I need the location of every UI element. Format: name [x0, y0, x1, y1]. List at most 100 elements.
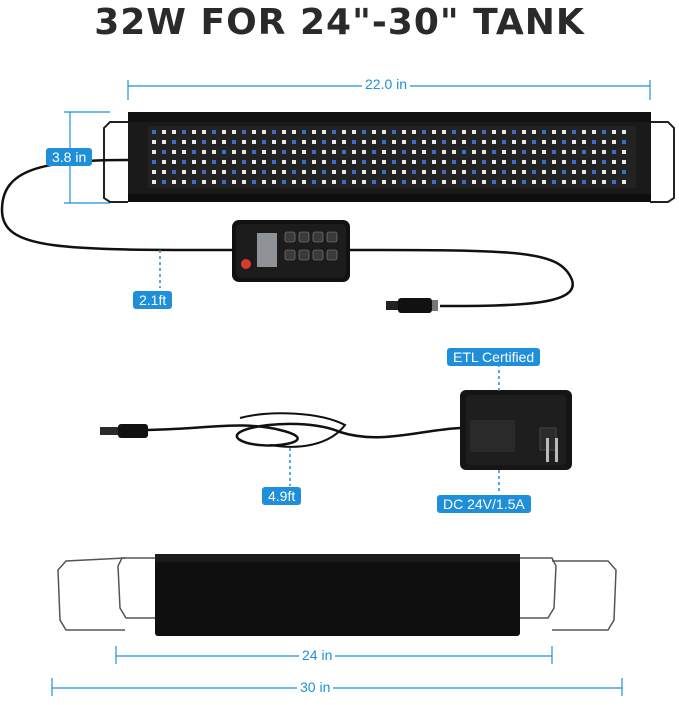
led-chip — [532, 180, 536, 184]
led-chip — [442, 180, 446, 184]
led-chip — [482, 130, 486, 134]
led-chip — [462, 170, 466, 174]
led-chip — [422, 130, 426, 134]
led-chip — [622, 140, 626, 144]
led-chip — [182, 160, 186, 164]
led-chip — [552, 180, 556, 184]
led-chip — [442, 160, 446, 164]
led-chip — [602, 160, 606, 164]
led-chip — [502, 130, 506, 134]
led-chip — [252, 140, 256, 144]
led-chip — [282, 130, 286, 134]
controller-display — [257, 233, 277, 267]
led-chip — [352, 130, 356, 134]
led-chip — [292, 160, 296, 164]
height-label: 3.8 in — [46, 148, 93, 166]
led-chip — [542, 170, 546, 174]
led-chip — [272, 180, 276, 184]
led-chip — [412, 180, 416, 184]
led-chip — [452, 180, 456, 184]
led-chip — [202, 150, 206, 154]
dc-plug — [386, 298, 438, 313]
led-chip — [352, 170, 356, 174]
led-chip — [552, 140, 556, 144]
led-chip — [242, 140, 246, 144]
led-chip — [322, 150, 326, 154]
led-chip — [232, 150, 236, 154]
led-chip — [312, 180, 316, 184]
led-chip — [232, 130, 236, 134]
certification-label: ETL Certified — [447, 348, 541, 366]
led-chip — [282, 170, 286, 174]
led-chip — [582, 150, 586, 154]
led-chip — [462, 150, 466, 154]
led-chip — [202, 130, 206, 134]
led-chip — [412, 150, 416, 154]
led-chip — [392, 160, 396, 164]
led-chip — [412, 160, 416, 164]
led-chip — [352, 160, 356, 164]
led-chip — [252, 170, 256, 174]
led-chip — [242, 130, 246, 134]
led-chip — [172, 170, 176, 174]
led-chip — [512, 140, 516, 144]
top-light-brackets — [103, 121, 675, 203]
led-chip — [152, 140, 156, 144]
led-chip — [362, 150, 366, 154]
led-chip — [312, 130, 316, 134]
led-chip — [472, 180, 476, 184]
led-chip — [482, 150, 486, 154]
led-chip — [592, 130, 596, 134]
led-chip — [512, 150, 516, 154]
led-chip — [372, 180, 376, 184]
led-chip — [582, 170, 586, 174]
led-chip — [332, 160, 336, 164]
led-chip — [622, 170, 626, 174]
controller-cord-label: 2.1ft — [133, 291, 173, 309]
led-chip — [552, 160, 556, 164]
led-chip — [322, 160, 326, 164]
led-chip — [612, 130, 616, 134]
led-chip — [222, 160, 226, 164]
led-chip — [332, 130, 336, 134]
led-chip — [542, 160, 546, 164]
led-chip — [462, 130, 466, 134]
led-chip — [572, 170, 576, 174]
remote-controller — [232, 220, 350, 282]
led-chip — [202, 140, 206, 144]
led-chip — [592, 170, 596, 174]
led-chip — [432, 180, 436, 184]
led-chip — [412, 130, 416, 134]
led-chip — [382, 160, 386, 164]
led-chip — [172, 180, 176, 184]
led-chip — [522, 130, 526, 134]
led-chip — [162, 160, 166, 164]
led-chip — [162, 180, 166, 184]
led-chip — [262, 150, 266, 154]
led-chip — [302, 150, 306, 154]
led-chip — [352, 140, 356, 144]
controller-button — [326, 249, 338, 261]
led-chip — [502, 160, 506, 164]
led-chip — [562, 160, 566, 164]
led-chip — [252, 130, 256, 134]
led-chip — [602, 130, 606, 134]
controller-buttons — [284, 231, 338, 261]
led-chip — [202, 160, 206, 164]
led-chip — [172, 130, 176, 134]
max-bracket-dimension-line — [51, 678, 623, 696]
led-chip — [272, 160, 276, 164]
led-chip — [222, 170, 226, 174]
led-chip — [562, 180, 566, 184]
led-chip — [312, 170, 316, 174]
led-chip — [192, 170, 196, 174]
led-chip — [362, 180, 366, 184]
led-chip — [262, 170, 266, 174]
led-chip — [432, 150, 436, 154]
led-chip — [252, 160, 256, 164]
led-chip — [432, 130, 436, 134]
led-chip — [392, 170, 396, 174]
led-light-fixture — [128, 112, 651, 202]
extended-brackets — [57, 557, 617, 631]
led-chip — [382, 170, 386, 174]
